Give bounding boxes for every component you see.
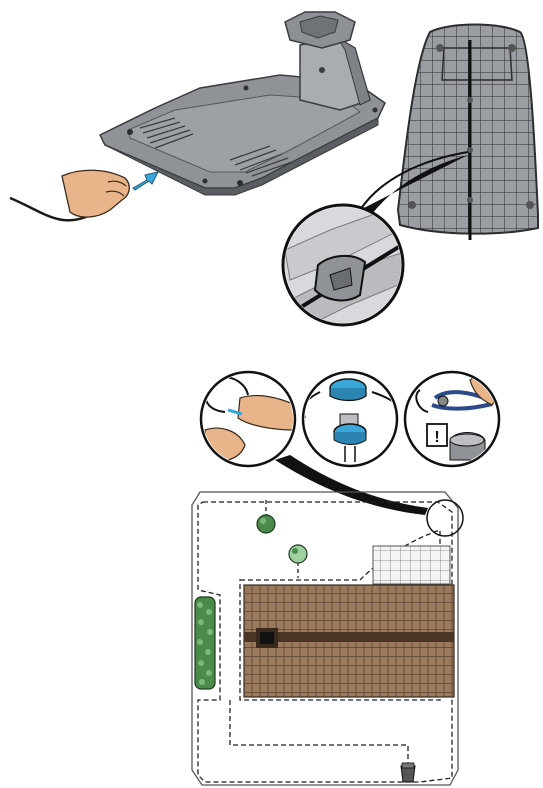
charging-station-icon [100, 12, 385, 195]
wire-insert-detail [10, 170, 158, 220]
detail-circle-pliers: ! [405, 372, 510, 466]
detail-circle-wire-strip [201, 372, 295, 466]
arrow-right-icon [133, 172, 158, 190]
detail-circle-connector [303, 372, 400, 466]
warning-glyph: ! [434, 429, 439, 446]
station-underside-view [398, 25, 538, 241]
shrub-icon [257, 515, 275, 533]
charging-station-icon [401, 763, 415, 782]
garden-plan [192, 492, 463, 785]
shrub-icon [289, 545, 307, 563]
patio-tiles-icon [373, 546, 450, 584]
hedge [195, 597, 215, 689]
house-roof-icon [244, 585, 454, 697]
hand-icon [62, 170, 129, 217]
